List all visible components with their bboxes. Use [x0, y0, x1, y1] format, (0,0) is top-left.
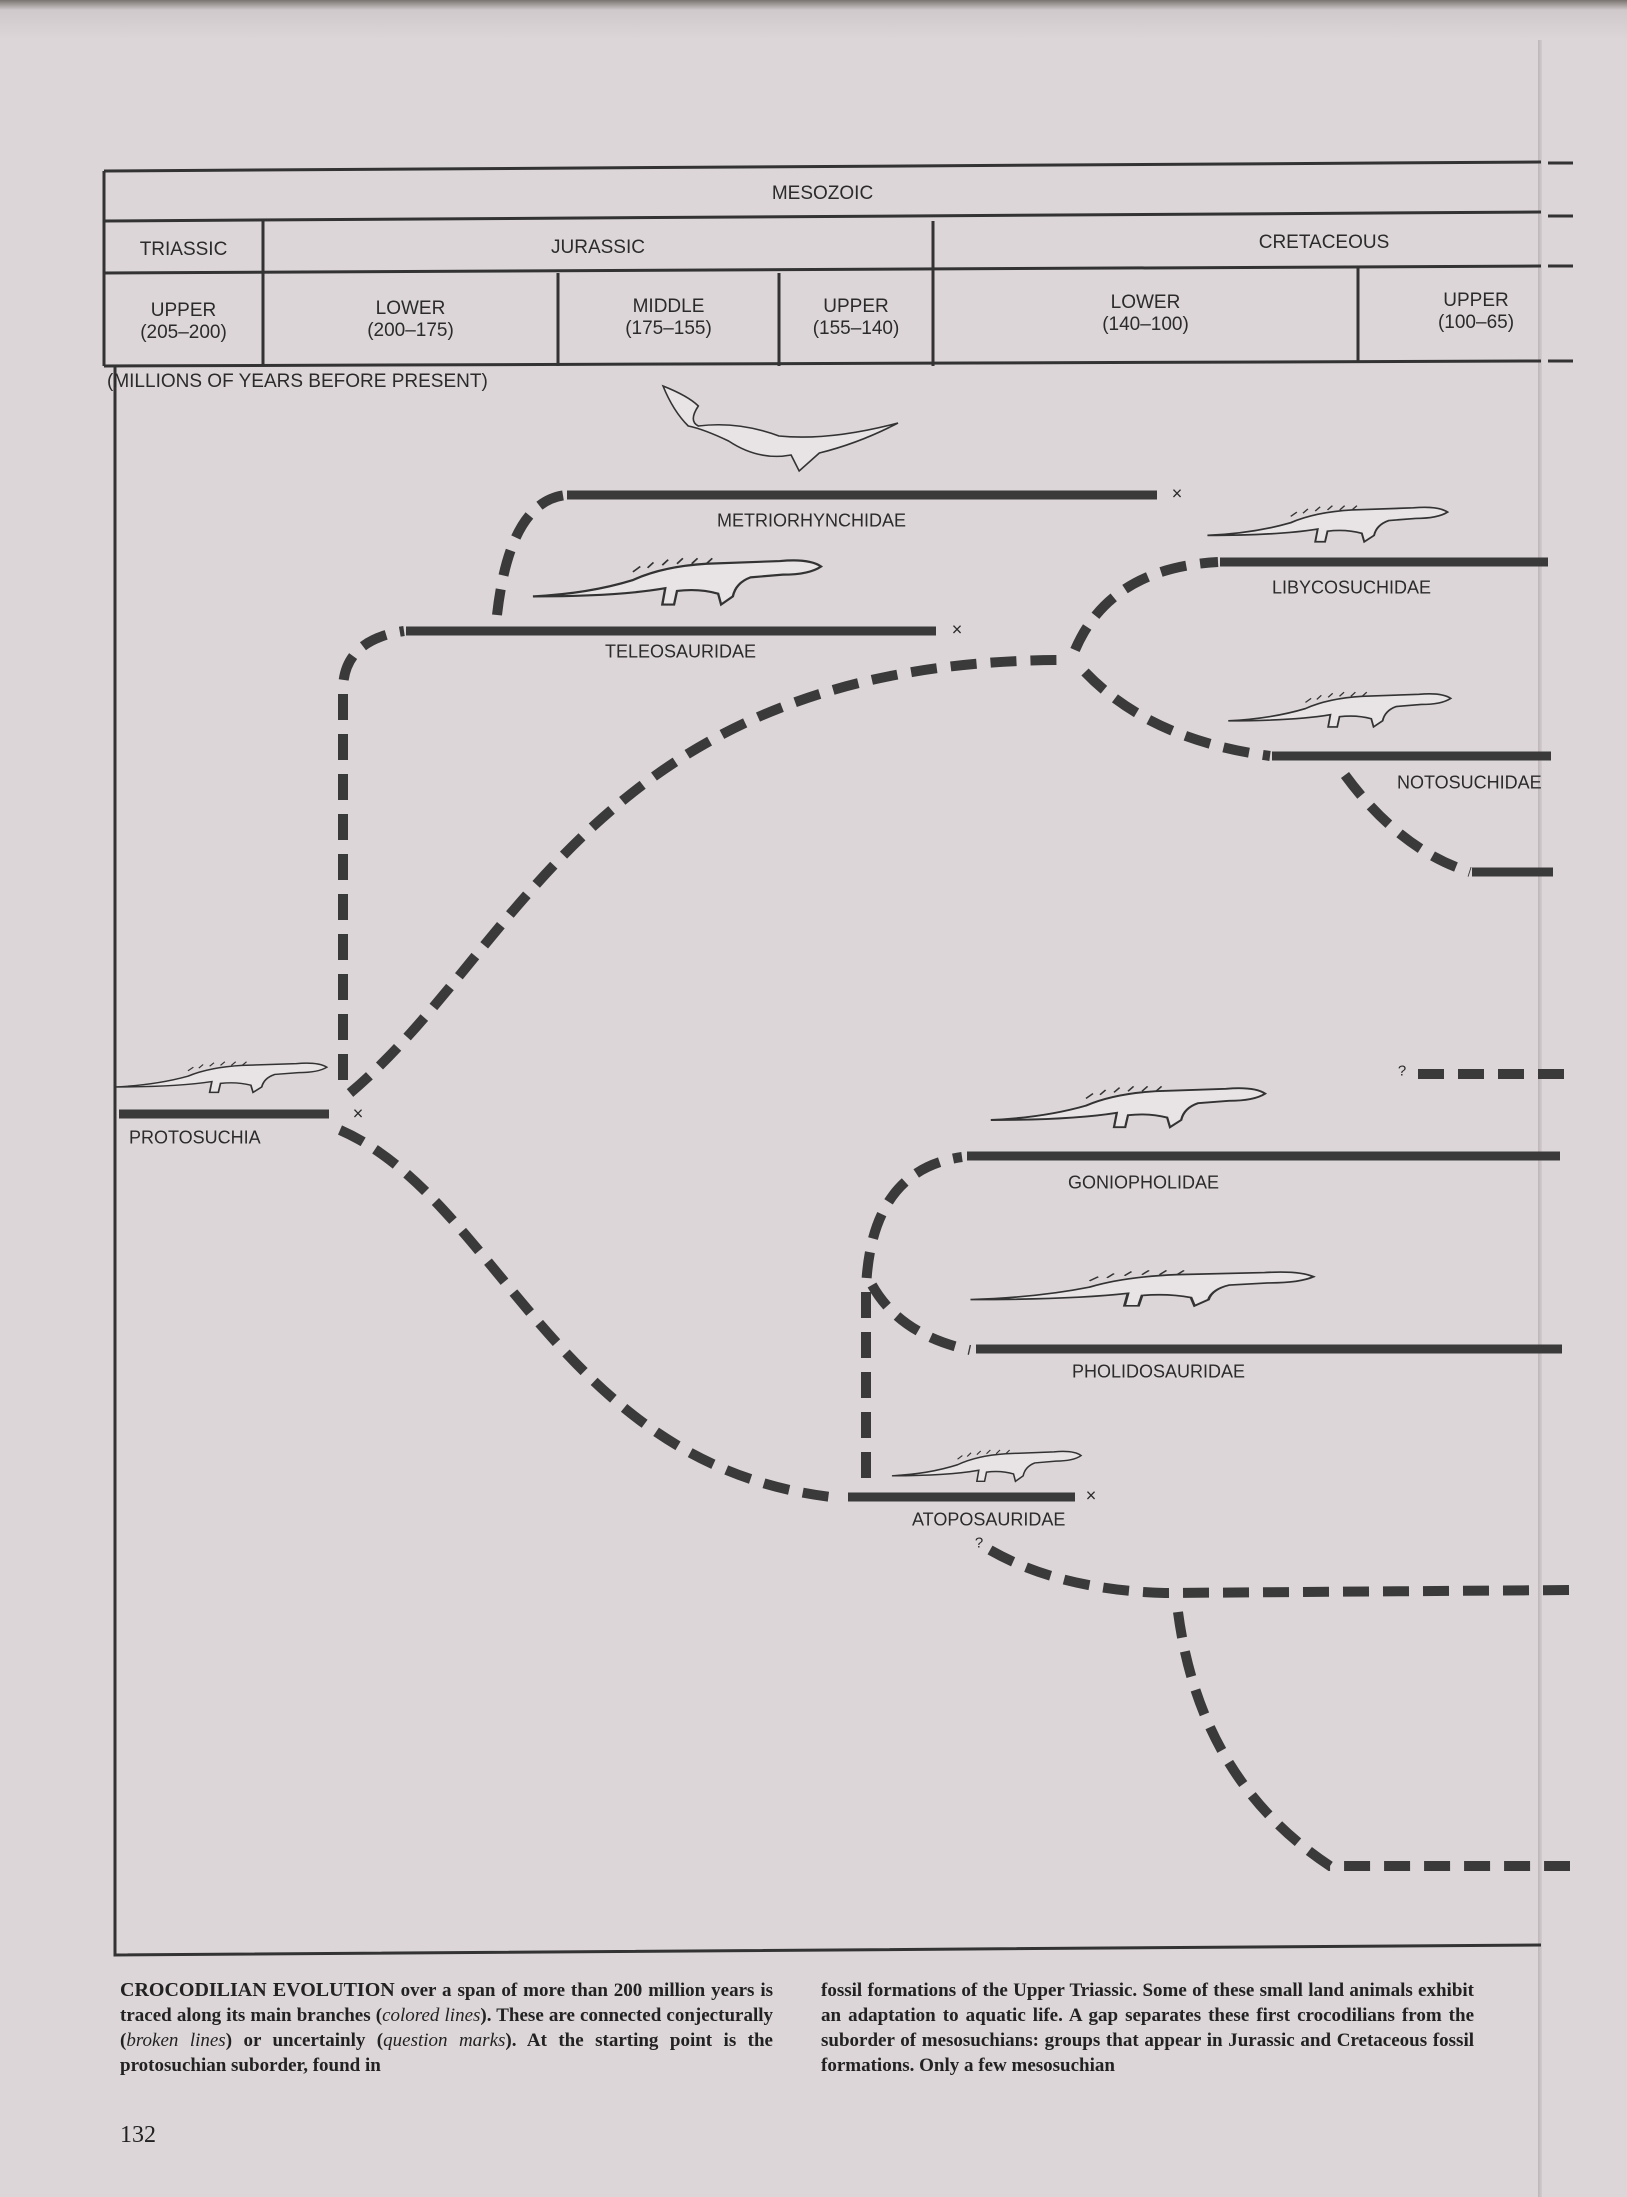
protosuchian-illustration: [113, 1060, 328, 1094]
label-teleosauridae: TELEOSAURIDAE: [605, 641, 757, 662]
page-number: 132: [120, 2122, 156, 2148]
epoch-upper-triassic: UPPER(205–200): [104, 300, 263, 344]
extinction-mark: ×: [1171, 483, 1183, 504]
dashed-link-goniopholidae: [861, 1152, 963, 1478]
epoch-range: (100–65): [1437, 312, 1515, 333]
label-libycosuchidae: LIBYCOSUCHIDAE: [1272, 577, 1432, 598]
epoch-name: UPPER: [1443, 290, 1509, 311]
dashed-link-pholidosauridae: [867, 1282, 972, 1355]
table-row-line: [103, 210, 1542, 223]
atoposaurid-illustration: [891, 1449, 1082, 1483]
goniopholid-illustration: [989, 1085, 1267, 1129]
dashed-link-atoposauridae: [337, 1125, 841, 1503]
epoch-lower-cretaceous: LOWER(140–100): [933, 292, 1358, 336]
period-jurassic: JURASSIC: [551, 237, 645, 258]
notosuchid-illustration: [1227, 691, 1452, 728]
extinction-mark: ×: [1085, 1485, 1097, 1506]
teleosaurid-illustration: [531, 557, 823, 606]
caption-text: ) or uncertainly (: [225, 2030, 384, 2051]
caption-emphasis: question marks: [383, 2030, 506, 2051]
epoch-name: LOWER: [1110, 292, 1181, 313]
caption-text: over a span of more than 200 million yea…: [120, 1980, 773, 2026]
label-notosuchidae: NOTOSUCHIDAE: [1397, 772, 1542, 793]
extinction-mark: ×: [951, 619, 963, 640]
period-cretaceous: CRETACEOUS: [1258, 232, 1390, 253]
extinction-mark: ×: [352, 1103, 364, 1124]
table-top-line: [103, 160, 1542, 173]
uncertain-mark: ?: [974, 1534, 984, 1552]
epoch-range: (140–100): [1102, 314, 1189, 335]
epoch-range: (205–200): [140, 322, 227, 343]
label-pholidosauridae: PHOLIDOSAURIDAE: [1072, 1361, 1246, 1382]
dashed-link-notosuchidae: [1081, 668, 1271, 761]
epoch-name: UPPER: [823, 296, 889, 317]
page-edge: [1538, 40, 1542, 2197]
period-triassic: TRIASSIC: [139, 239, 228, 260]
pholidosaurid-illustration: [969, 1269, 1315, 1308]
table-row-line: [103, 264, 1542, 275]
dashed-link-notosuchian-branch: [346, 655, 1066, 1097]
dashed-uncertain-atoposaurid-descendant: [987, 1545, 1571, 1599]
metriorhynchid-illustration: [662, 385, 899, 472]
epoch-name: MIDDLE: [632, 296, 705, 317]
era-label: MESOZOIC: [771, 183, 874, 204]
table-row-line: [103, 359, 1542, 368]
epoch-name: UPPER: [150, 300, 217, 321]
label-metriorhynchidae: METRIORHYNCHIDAE: [717, 510, 907, 531]
caption-text: ). These are connected conjecturally (: [120, 2005, 773, 2051]
uncertain-mark: ?: [1397, 1062, 1407, 1080]
label-atoposauridae: ATOPOSAURIDAE: [912, 1509, 1066, 1530]
caption-text: ). At the starting point is the protosuc…: [120, 2030, 773, 2076]
diagram-frame: [113, 366, 1542, 1957]
dashed-link-teleosauridae: [338, 626, 405, 1080]
dashed-link-libycosuchidae: [1070, 557, 1219, 652]
dashed-lower-branch: [1173, 1611, 1570, 1871]
epoch-middle-jurassic: MIDDLE(175–155): [558, 296, 779, 340]
dashed-link-metriorhynchidae: [492, 490, 568, 616]
epoch-range: (155–140): [812, 318, 900, 339]
epoch-upper-cretaceous: UPPER(100–65): [1358, 290, 1594, 334]
epoch-upper-jurassic: UPPER(155–140): [779, 296, 933, 340]
libycosuchid-illustration: [1206, 504, 1449, 543]
caption-title: CROCODILIAN EVOLUTION: [120, 1979, 395, 2001]
label-goniopholidae: GONIOPHOLIDAE: [1068, 1172, 1220, 1193]
caption-emphasis: broken lines: [126, 2030, 226, 2051]
caption-emphasis: colored lines: [382, 2005, 481, 2026]
epoch-name: LOWER: [375, 298, 446, 319]
units-note: (MILLIONS OF YEARS BEFORE PRESENT): [107, 371, 488, 392]
label-protosuchia: PROTOSUCHIA: [129, 1127, 261, 1148]
epoch-range: (175–155): [625, 318, 712, 339]
dashed-link-notosuchidae-descendant: [1340, 772, 1472, 877]
caption-left-column: CROCODILIAN EVOLUTION over a span of mor…: [120, 1978, 773, 2078]
caption-right-column: fossil formations of the Upper Triassic.…: [821, 1980, 1474, 2076]
epoch-range: (200–175): [367, 320, 454, 341]
epoch-lower-jurassic: LOWER(200–175): [263, 298, 558, 342]
